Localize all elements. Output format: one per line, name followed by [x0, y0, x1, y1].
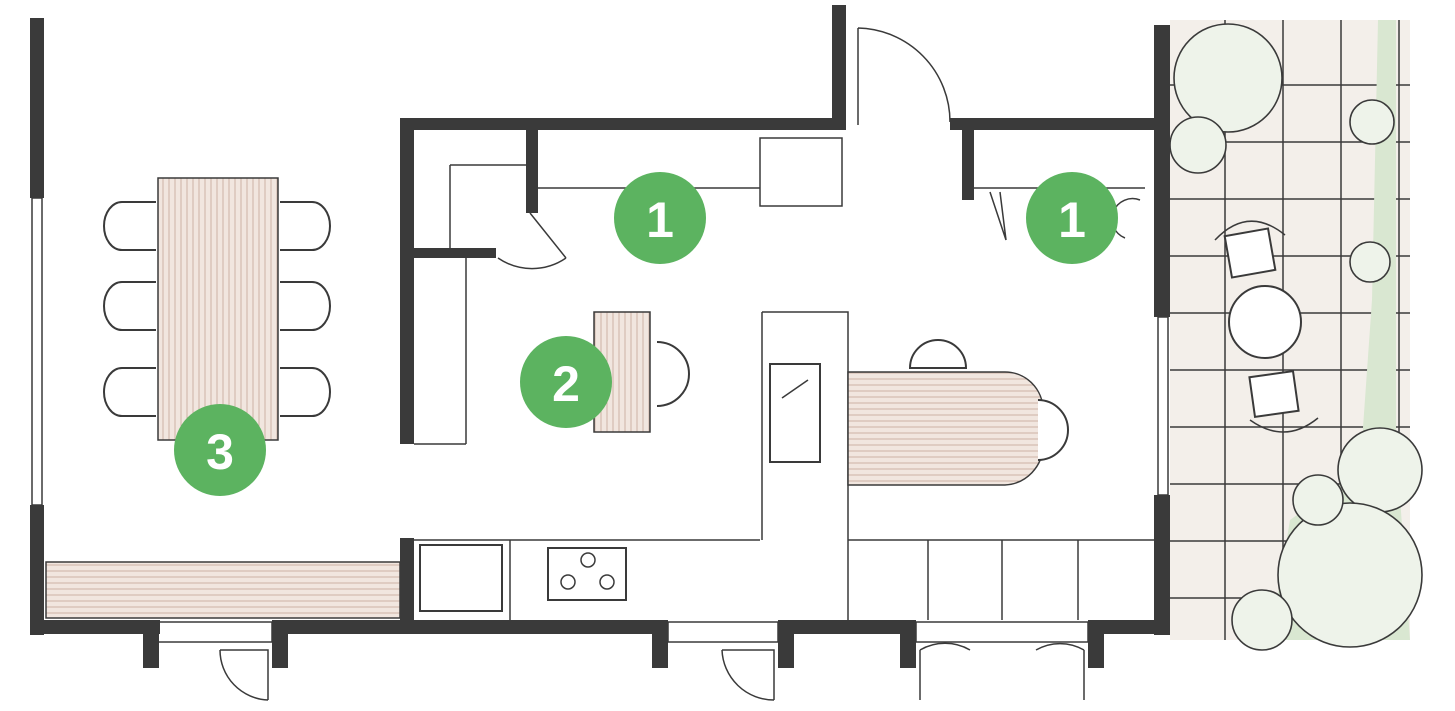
trees [1169, 23, 1423, 651]
dining-chairs [103, 201, 331, 417]
marker-3-dining: 3 [174, 404, 266, 496]
marker-1-label: 1 [646, 192, 674, 248]
island [761, 311, 1069, 620]
marker-1-label: 1 [1058, 192, 1086, 248]
cooktop-icon [560, 552, 615, 590]
windows [31, 197, 1169, 643]
window-seat [45, 561, 401, 619]
marker-2-breakfast: 2 [520, 336, 612, 428]
walls [30, 5, 1170, 668]
bottom-counters [414, 539, 1154, 620]
marker-1-kitchen-right: 1 [1026, 172, 1118, 264]
island-counter-top [847, 371, 1044, 486]
patio [1169, 20, 1423, 651]
marker-1-kitchen: 1 [614, 172, 706, 264]
patio-table-set [1214, 220, 1319, 433]
dining-table [103, 177, 331, 441]
marker-2-label: 2 [552, 356, 580, 412]
marker-3-label: 3 [206, 424, 234, 480]
